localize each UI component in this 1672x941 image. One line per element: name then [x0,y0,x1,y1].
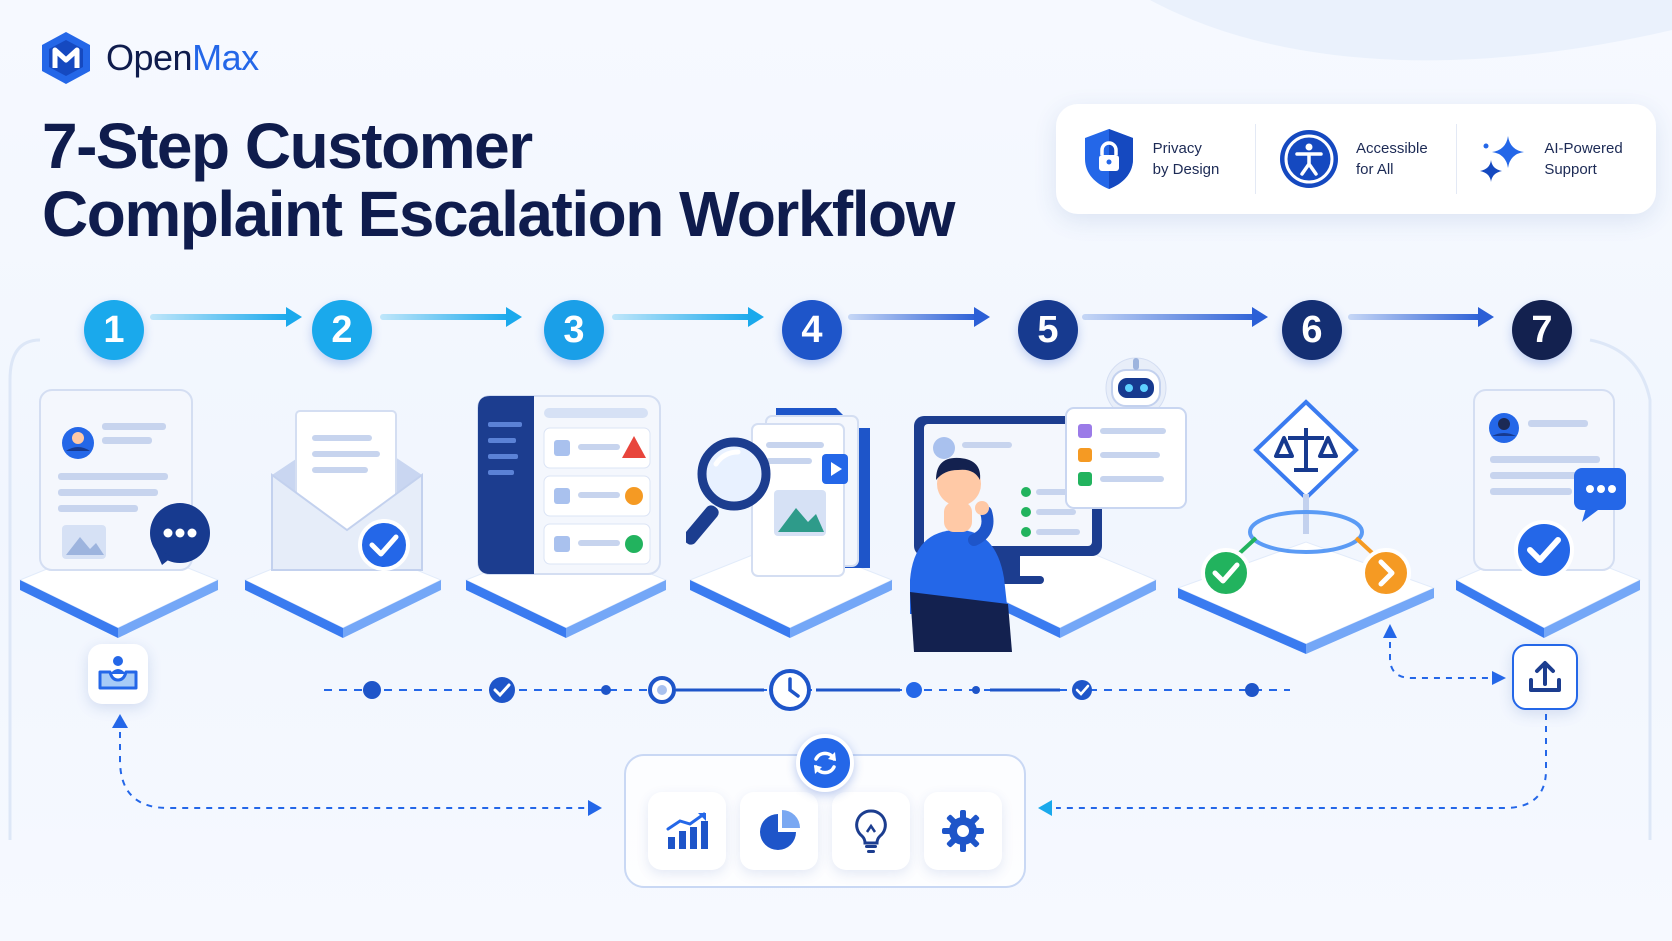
badge-accessible: Accessible for All [1255,124,1455,194]
resolved-document-icon [1473,389,1626,580]
lock-shield-icon [1084,129,1133,189]
floating-panel [1065,407,1187,509]
feedback-hub [624,754,1026,888]
timeline-marker-8 [1245,683,1259,697]
step-connectors [150,307,1494,327]
badge-privacy: Privacy by Design [1056,124,1255,194]
arrow-4-5 [848,307,990,327]
timeline-marker-4 [648,676,676,704]
agent-computer-icon [910,357,1187,652]
badge-ai-line2: Support [1544,161,1597,178]
step-6-number: 6 [1282,300,1342,360]
priority-row-medium [543,475,651,517]
envelope-check-icon [271,410,423,571]
hub-refresh-button[interactable] [796,734,854,792]
openmax-logo-icon [42,32,90,84]
timeline-marker-5 [906,682,922,698]
timeline-marker-6 [972,686,980,694]
brand-logo[interactable]: OpenMax [40,30,259,86]
lightbulb-icon [855,809,887,853]
scale-sign [1253,399,1359,534]
badge-privacy-line2: by Design [1152,161,1220,178]
complaint-form-icon [39,389,210,571]
refresh-icon [814,751,836,775]
arrow-3-4 [612,307,764,327]
feature-badges: Privacy by Design Accessible for All AI-… [1056,104,1656,214]
sparkle-icon [1480,136,1525,182]
flow-upload-to-hub [1056,714,1547,809]
upload-icon [1529,661,1561,692]
step-4-number: 4 [782,300,842,360]
report-tool[interactable] [740,792,818,870]
priority-dashboard-icon [477,395,661,575]
step-5-number: 5 [1018,300,1078,360]
timeline-marker-7 [1072,680,1092,700]
magnifier-documents-icon [686,408,870,577]
title-line-2: Complaint Escalation Workflow [42,178,955,250]
brand-name: OpenMax [106,37,259,78]
inbox-icon [98,656,138,690]
ai-bot-icon [1105,357,1167,419]
flow-inbox-to-hub [119,720,588,809]
gear-icon [942,810,984,852]
analytics-tool[interactable] [648,792,726,870]
timeline-marker-3 [601,685,611,695]
inbox-card[interactable] [88,644,148,704]
timeline-marker-1 [363,681,381,699]
timeline-clock-icon [769,669,811,711]
scale-decision-icon [1201,399,1411,598]
timeline-marker-2 [489,677,515,703]
upload-card[interactable] [1512,644,1578,710]
accessibility-icon [1279,130,1338,188]
title-line-1: 7-Step Customer [42,110,533,182]
step-3-number: 3 [544,300,604,360]
insights-tool[interactable] [832,792,910,870]
badge-ai: AI-Powered Support [1455,124,1656,194]
analytics-chart-icon [666,812,708,849]
flow-step6-to-upload [1389,630,1496,679]
pie-chart-icon [760,810,800,850]
page-title: 7-Step Customer Complaint Escalation Wor… [42,110,955,250]
badge-privacy-line1: Privacy [1152,140,1202,157]
badge-ai-line1: AI-Powered [1544,140,1623,157]
settings-tool[interactable] [924,792,1002,870]
badge-accessible-line1: Accessible [1355,140,1428,157]
badge-accessible-line2: for All [1355,161,1394,178]
arrow-5-6 [1082,307,1268,327]
step-7-number: 7 [1512,300,1572,360]
step-1-number: 1 [84,300,144,360]
timeline-and-flows [112,624,1547,816]
priority-row-high [543,427,651,469]
arrow-2-3 [380,307,522,327]
arrow-1-2 [150,307,302,327]
priority-row-low [543,523,651,565]
arrow-6-7 [1348,307,1494,327]
step-2-number: 2 [312,300,372,360]
agent-person [910,457,1012,652]
